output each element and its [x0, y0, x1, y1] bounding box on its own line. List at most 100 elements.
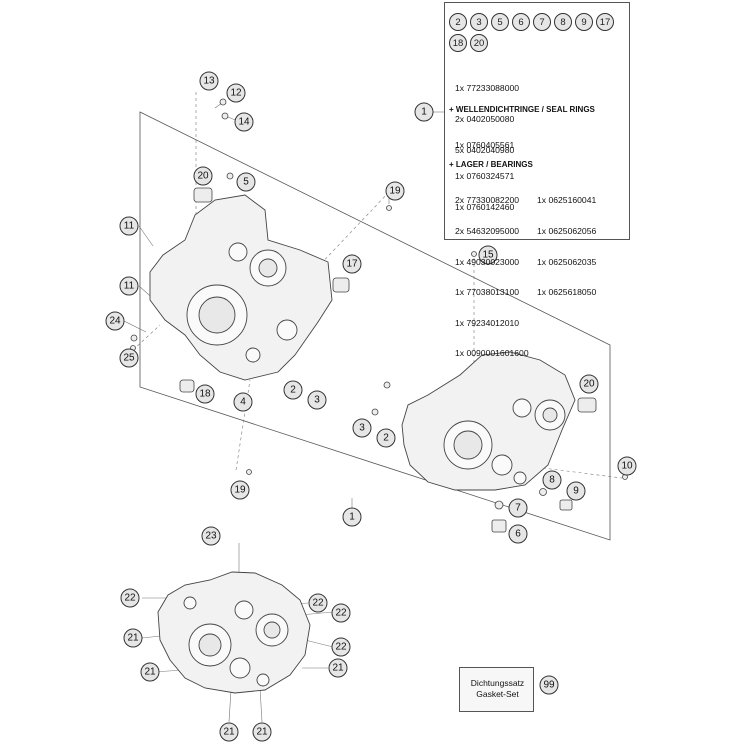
svg-text:3: 3	[314, 395, 320, 406]
part-badge: 8	[554, 13, 572, 31]
callout-badge-22d: 22	[331, 637, 351, 657]
callout-badge-4: 4	[233, 392, 253, 412]
part-badge: 2	[449, 13, 467, 31]
kit-parts-list: 1x 77233088000 2x 0402050080 5x 04020409…	[455, 63, 519, 175]
callout-badge-19: 19	[385, 181, 405, 201]
callout-badge-21c: 21	[328, 658, 348, 678]
callout-badge-18: 18	[195, 384, 215, 404]
part-badge: 6	[512, 13, 530, 31]
callout-badge-15: 15	[478, 245, 498, 265]
svg-text:7: 7	[515, 503, 521, 514]
bearing-part: 1x 0090001601600	[455, 348, 529, 359]
svg-text:11: 11	[124, 221, 135, 232]
plus-icon: +	[449, 105, 456, 114]
right-crankcase-half	[401, 351, 576, 491]
callout-badge-20b: 20	[579, 374, 599, 394]
bearing-part: 1x 0625160041	[537, 195, 597, 206]
part-badge: 9	[575, 13, 593, 31]
callout-badge-20: 20	[193, 166, 213, 186]
svg-text:25: 25	[123, 353, 135, 364]
callout-badge-2b: 2	[376, 428, 396, 448]
part-badge: 17	[596, 13, 614, 31]
part-badge-row: 2 3 5 6 7 8 9 17 18 20	[449, 13, 627, 52]
callout-badge-22a: 22	[120, 588, 140, 608]
callout-badge-21d: 21	[219, 722, 239, 742]
svg-text:13: 13	[203, 76, 215, 87]
svg-text:5: 5	[243, 177, 249, 188]
bearing-part: 1x 77038013100	[455, 287, 520, 298]
small-parts	[130, 98, 628, 533]
svg-text:12: 12	[230, 88, 242, 99]
svg-text:24: 24	[109, 316, 121, 327]
svg-text:11: 11	[124, 281, 135, 292]
plus-icon: +	[449, 160, 456, 169]
gasket-set-label-de: Dichtungssatz	[470, 678, 525, 688]
svg-text:4: 4	[240, 397, 246, 408]
callout-badge-10: 10	[617, 456, 637, 476]
svg-text:21: 21	[332, 663, 344, 674]
callout-badge-21a: 21	[123, 628, 143, 648]
callout-badge-7: 7	[508, 498, 528, 518]
callout-badge-25: 25	[119, 348, 139, 368]
seal-part: 1x 0760324571	[455, 171, 515, 182]
svg-text:2: 2	[290, 385, 296, 396]
callout-badge-2: 2	[283, 380, 303, 400]
callout-badge-6: 6	[508, 524, 528, 544]
seal-part: 1x 0760405561	[455, 140, 515, 151]
svg-text:1: 1	[349, 512, 355, 523]
svg-text:10: 10	[621, 461, 633, 472]
callout-badge-1: 1	[414, 102, 434, 122]
callout-badge-3: 3	[307, 390, 327, 410]
left-crankcase-half	[149, 194, 333, 381]
svg-text:22: 22	[335, 608, 347, 619]
callout-badge-23: 23	[201, 526, 221, 546]
seal-parts-list: 1x 0760405561 1x 0760324571 1x 076014246…	[455, 120, 514, 232]
part-badge: 18	[449, 34, 467, 52]
callout-badge-5: 5	[236, 172, 256, 192]
svg-text:21: 21	[144, 667, 156, 678]
svg-text:1: 1	[421, 107, 427, 118]
callout-badge-22b: 22	[308, 593, 328, 613]
svg-text:9: 9	[573, 486, 579, 497]
callout-badge-14: 14	[234, 112, 254, 132]
gasket-set-label-en: Gasket-Set	[476, 689, 519, 699]
bearing-part: 1x 0625062035	[537, 256, 597, 267]
callout-badge-8: 8	[542, 470, 562, 490]
svg-text:17: 17	[346, 259, 358, 270]
bearing-part: 1x 49030023000	[455, 256, 520, 267]
svg-text:2: 2	[383, 433, 389, 444]
kit-part: 2x 0402050080	[455, 114, 515, 125]
bearing-part: 1x 79234012010	[455, 317, 520, 328]
svg-text:6: 6	[515, 529, 521, 540]
bearing-parts-left: 2x 77330082200 2x 54632095000 1x 4903002…	[455, 175, 529, 379]
kit-part: 1x 77233088000	[455, 83, 520, 94]
callout-badge-19b: 19	[230, 480, 250, 500]
svg-text:20: 20	[197, 171, 209, 182]
callout-badge-99: 99	[539, 675, 559, 695]
callout-badge-12: 12	[226, 83, 246, 103]
seal-rings-heading: + WELLENDICHTRINGE / SEAL RINGS	[449, 105, 595, 114]
svg-text:22: 22	[124, 593, 136, 604]
seal-part: 1x 0760142460	[455, 201, 515, 212]
callout-badge-17: 17	[342, 254, 362, 274]
assembly-outline	[139, 111, 611, 541]
svg-text:22: 22	[335, 642, 347, 653]
svg-text:22: 22	[312, 598, 324, 609]
callout-badge-21b: 21	[140, 662, 160, 682]
bearing-part: 2x 54632095000	[455, 226, 520, 237]
gasket-set-box: Dichtungssatz Gasket-Set	[459, 667, 534, 712]
svg-text:21: 21	[127, 633, 139, 644]
bearing-parts-right: 1x 0625160041 1x 0625062056 1x 062506203…	[537, 175, 596, 318]
svg-text:14: 14	[238, 117, 250, 128]
parts-info-box: 2 3 5 6 7 8 9 17 18 20 1x 77233088000 2x…	[444, 2, 630, 358]
bearing-part: 1x 0625618050	[537, 287, 597, 298]
svg-text:18: 18	[199, 389, 211, 400]
callout-badge-9: 9	[566, 481, 586, 501]
callout-badge-3b: 3	[352, 418, 372, 438]
callout-badge-11: 11	[119, 216, 139, 236]
callout-badge-24: 24	[105, 311, 125, 331]
callout-badge-11b: 11	[119, 276, 139, 296]
callout-badge-21e: 21	[252, 722, 272, 742]
kit-part: 5x 0402040980	[455, 144, 515, 155]
